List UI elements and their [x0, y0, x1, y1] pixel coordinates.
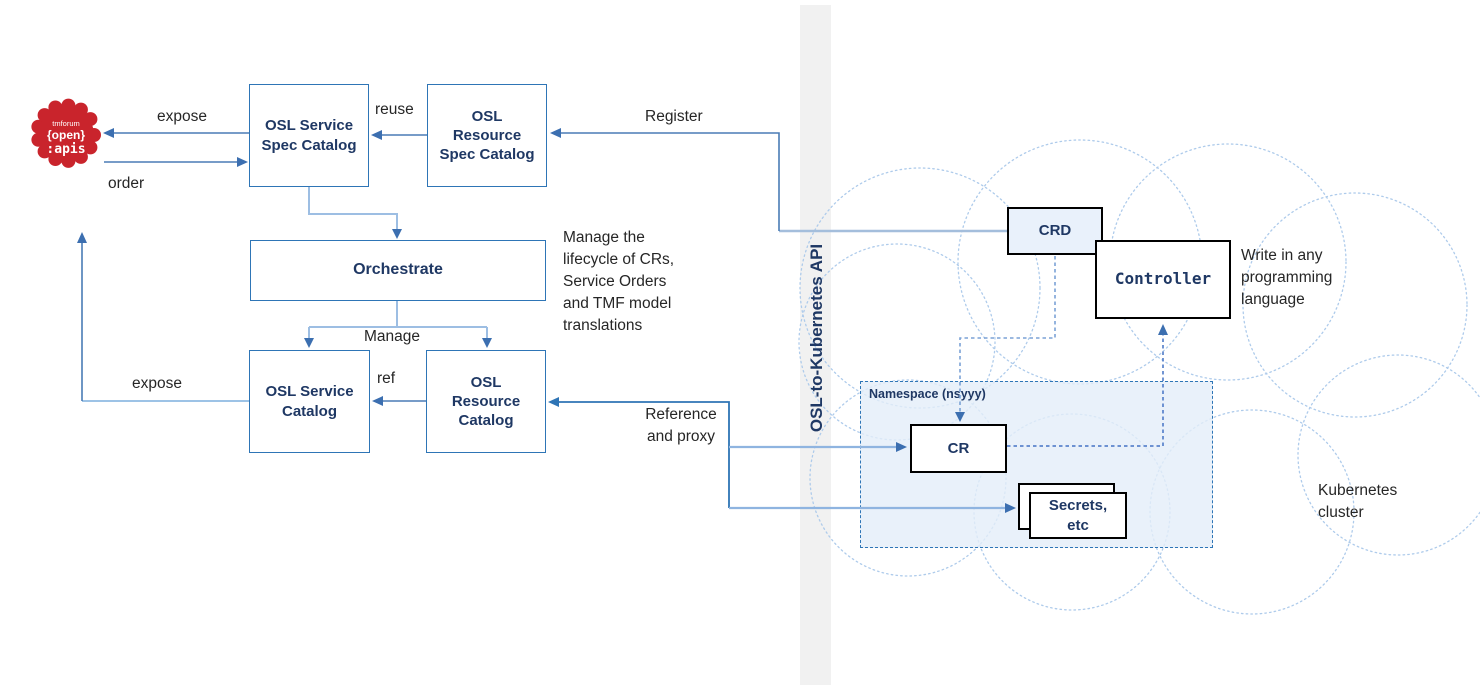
box-crd: CRD — [1007, 207, 1103, 255]
expose-top-connector — [103, 128, 249, 138]
badge-text-tmforum: tmforum — [52, 119, 80, 128]
tmforum-open-apis-badge: tmforum {open} :apis — [31, 98, 101, 168]
box-orchestrate: Orchestrate — [250, 240, 546, 301]
badge-text-open: {open} — [47, 128, 85, 142]
label-ref: ref — [377, 370, 396, 387]
order-connector — [104, 157, 248, 167]
reuse-connector — [371, 130, 427, 140]
label-register: Register — [645, 108, 703, 125]
label-reuse: reuse — [375, 101, 414, 118]
label-write-any-language: Write in any programming language — [1241, 247, 1333, 308]
label-expose-top: expose — [157, 108, 207, 125]
ref-connector — [372, 396, 426, 406]
box-osl-service-catalog: OSL Service Catalog — [249, 350, 370, 453]
label-expose-bottom: expose — [132, 375, 182, 392]
spec-to-orchestrate-connector — [308, 187, 402, 239]
label-manage: Manage — [364, 328, 421, 345]
api-bar-label: OSL-to-Kubernetes API — [807, 243, 826, 433]
box-osl-resource-spec-catalog: OSL Resource Spec Catalog — [427, 84, 547, 187]
box-cr: CR — [910, 424, 1007, 473]
namespace-label: Namespace (nsyyy) — [869, 387, 986, 401]
label-reference-proxy: Reference and proxy — [645, 406, 717, 445]
register-connector — [550, 128, 1007, 233]
box-controller: Controller — [1095, 240, 1231, 319]
box-osl-service-spec-catalog: OSL Service Spec Catalog — [249, 84, 369, 187]
label-order: order — [108, 175, 145, 192]
label-lifecycle-note: Manage the lifecycle of CRs, Service Ord… — [563, 229, 675, 334]
badge-text-apis: :apis — [46, 142, 85, 157]
box-secrets-front: Secrets, etc — [1029, 492, 1127, 539]
label-kubernetes-cluster: Kubernetes cluster — [1318, 482, 1398, 521]
box-osl-resource-catalog: OSL Resource Catalog — [426, 350, 546, 453]
